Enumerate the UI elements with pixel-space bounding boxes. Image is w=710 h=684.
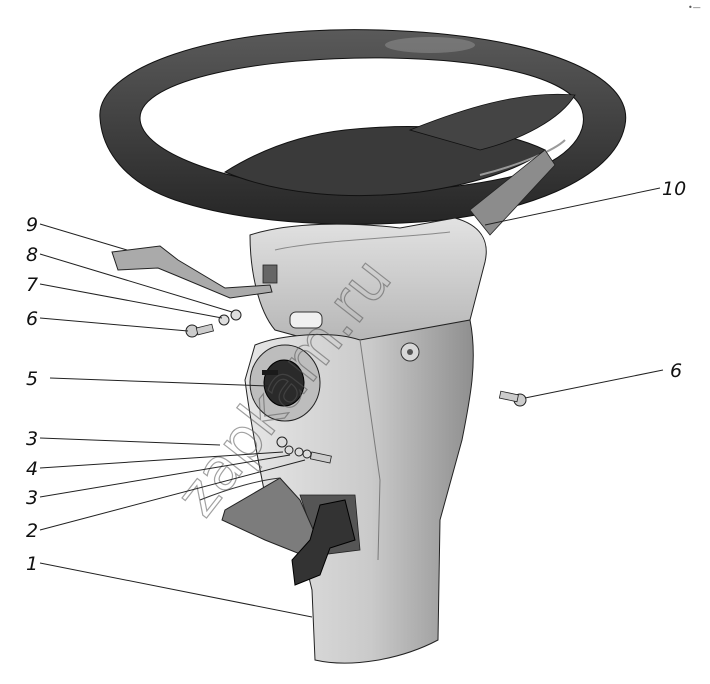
corner-mark: •—: [688, 3, 701, 12]
steering-wheel: [99, 29, 627, 225]
switch-lever: [111, 245, 273, 299]
callout-6-right: 6: [670, 360, 682, 382]
ignition-switch: [249, 344, 321, 422]
callout-2: 2: [26, 520, 38, 542]
callout-3-upper: 3: [26, 428, 38, 450]
callout-10: 10: [662, 178, 686, 200]
lock-lever: [291, 499, 356, 586]
upper-shroud: [249, 217, 487, 346]
washers-and-screws: [185, 309, 527, 464]
callout-1: 1: [26, 553, 38, 575]
callout-3-lower: 3: [26, 487, 38, 509]
callout-4: 4: [26, 458, 38, 480]
callout-labels: 1 2 3 3 4 5 6 6 7 8 9 10: [26, 178, 686, 575]
callout-8: 8: [26, 244, 38, 266]
callout-7: 7: [26, 274, 38, 296]
callout-6-left: 6: [26, 308, 38, 330]
column-shaft: [469, 149, 556, 236]
callout-9: 9: [26, 214, 38, 236]
callout-5: 5: [26, 368, 38, 390]
leader-lines: [39, 187, 664, 618]
